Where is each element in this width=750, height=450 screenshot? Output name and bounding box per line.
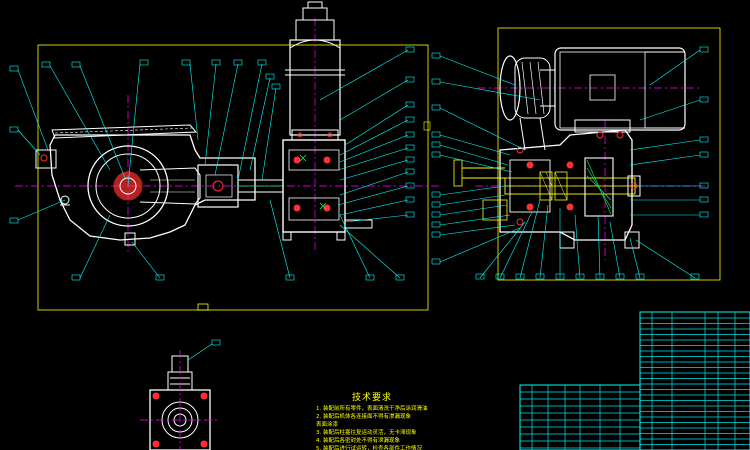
tech-requirement-item: 表面涂漆 [316, 422, 339, 428]
tech-requirement-item: 2. 装配后机体各连接面不得有渗漏现象 [316, 414, 411, 420]
front-view-leaders [9, 46, 431, 281]
tech-requirement-item: 5. 装配后进行试运转，检查各部件工作情况 [316, 446, 422, 450]
side-view [453, 27, 721, 281]
parts-list-table [639, 311, 750, 450]
tech-requirement-item: 1. 装配前所有零件，表面清洗干净后涂润滑油 [316, 406, 428, 412]
side-view-leaders [431, 46, 709, 280]
front-view [15, 1, 440, 311]
top-view [140, 339, 221, 450]
tech-requirement-item: 3. 装配后柱塞往复运动灵活，无卡滞现象 [316, 430, 417, 436]
title-block-table [519, 384, 641, 450]
tech-requirement-item: 4. 装配后各密封处不得有泄漏现象 [316, 438, 400, 444]
tech-requirements-title: 技术要求 [352, 393, 393, 403]
